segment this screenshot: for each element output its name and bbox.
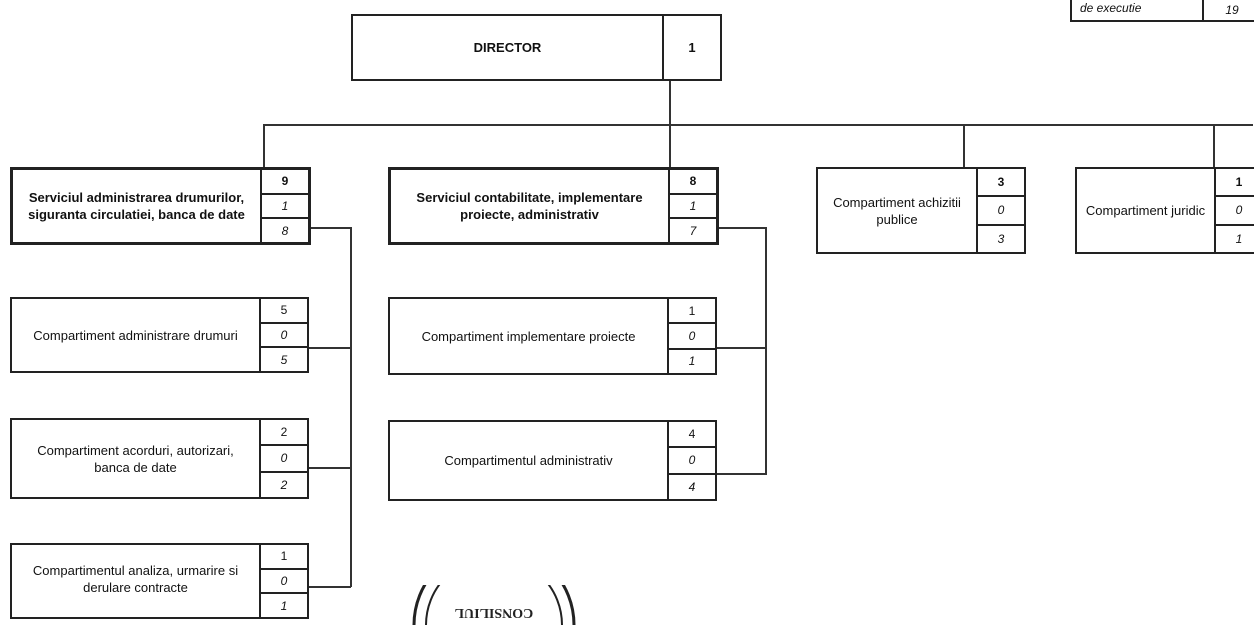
count-total: 5 (261, 299, 307, 324)
bracket-left-h3 (305, 467, 351, 469)
count-exec: 5 (280, 352, 288, 367)
bracket-mid-h3 (714, 473, 766, 475)
unit-label: Compartiment administrare drumuri (33, 327, 238, 343)
bracket-left-h2 (305, 347, 351, 349)
unit-analiza: Compartimentul analiza, urmarire si deru… (10, 543, 309, 619)
count-lead: 0 (261, 446, 307, 473)
bracket-mid-vertical (765, 227, 767, 475)
unit-implementare: Compartiment implementare proiecte 1 0 1 (388, 297, 717, 375)
director-count: 1 (662, 16, 720, 79)
staff-counts: 1 0 1 (259, 545, 307, 617)
count-total: 1 (261, 545, 307, 570)
bracket-left-vertical (350, 227, 352, 587)
unit-serv-drumuri: Serviciul administrarea drumurilor, sigu… (10, 167, 311, 245)
count-total: 1 (1216, 169, 1254, 198)
corner-value: 19 (1202, 0, 1254, 20)
staff-counts: 2 0 2 (259, 420, 307, 497)
bracket-left-h1 (305, 227, 351, 229)
unit-label: Compartiment implementare proiecte (421, 328, 636, 344)
staff-counts: 4 0 4 (667, 422, 715, 499)
director-box: DIRECTOR 1 (351, 14, 722, 81)
count-total: 2 (261, 420, 307, 447)
unit-juridic: Compartiment juridic 1 0 1 (1075, 167, 1254, 254)
count-lead: 0 (669, 324, 715, 350)
count-lead: 0 (261, 570, 307, 595)
unit-label: Compartimentul analiza, urmarire si deru… (32, 563, 239, 595)
connector-drop-contabilitate (669, 124, 671, 168)
staff-counts: 9 1 8 (260, 170, 308, 242)
bracket-mid-h1 (714, 227, 766, 229)
connector-director-down (669, 79, 671, 125)
bracket-mid-h2 (714, 347, 766, 349)
count-exec: 1 (280, 598, 288, 613)
unit-label: Serviciul administrarea drumurilor, sigu… (28, 190, 245, 222)
staff-counts: 5 0 5 (259, 299, 307, 371)
unit-adm-drumuri: Compartiment administrare drumuri 5 0 5 (10, 297, 309, 373)
connector-drop-drumuri (263, 124, 265, 168)
count-exec: 1 (1235, 231, 1243, 246)
staff-counts: 1 0 1 (667, 299, 715, 373)
count-total: 1 (669, 299, 715, 325)
count-total: 4 (669, 422, 715, 449)
count-lead: 0 (978, 197, 1024, 226)
unit-administrativ: Compartimentul administrativ 4 0 4 (388, 420, 717, 501)
corner-summary-cell: de executie 19 (1070, 0, 1254, 22)
bracket-left-h4 (305, 586, 351, 588)
count-exec: 2 (280, 477, 288, 492)
unit-label: Compartiment achizitii publice (833, 194, 961, 227)
count-total: 3 (978, 169, 1024, 198)
unit-label: Compartimentul administrativ (444, 453, 613, 468)
corner-label: de executie (1080, 1, 1142, 15)
count-total: 8 (670, 170, 716, 195)
director-label: DIRECTOR (473, 40, 542, 55)
count-exec: 1 (688, 354, 696, 369)
connector-drop-achizitii (963, 124, 965, 168)
official-stamp-seal: CONSILIUL (412, 585, 576, 625)
count-lead: 1 (670, 195, 716, 220)
unit-label: Compartiment juridic (1085, 203, 1206, 218)
staff-counts: 1 0 1 (1214, 169, 1254, 252)
count-exec: 4 (688, 479, 696, 494)
count-exec: 7 (689, 223, 697, 238)
count-lead: 1 (262, 195, 308, 220)
connector-top-bus (263, 124, 1253, 126)
unit-serv-contabilitate: Serviciul contabilitate, implementare pr… (388, 167, 719, 245)
count-exec: 3 (997, 231, 1005, 246)
unit-acorduri: Compartiment acorduri, autorizari, banca… (10, 418, 309, 499)
staff-counts: 3 0 3 (976, 169, 1024, 252)
connector-drop-juridic (1213, 124, 1215, 168)
count-lead: 0 (261, 324, 307, 349)
count-exec: 8 (281, 223, 289, 238)
count-total: 9 (262, 170, 308, 195)
count-lead: 0 (669, 448, 715, 475)
svg-text:CONSILIUL: CONSILIUL (455, 605, 534, 620)
unit-achizitii: Compartiment achizitii publice 3 0 3 (816, 167, 1026, 254)
count-lead: 0 (1216, 197, 1254, 226)
unit-label: Serviciul contabilitate, implementare pr… (416, 190, 643, 222)
unit-label: Compartiment acorduri, autorizari, banca… (37, 442, 234, 475)
staff-counts: 8 1 7 (668, 170, 716, 242)
